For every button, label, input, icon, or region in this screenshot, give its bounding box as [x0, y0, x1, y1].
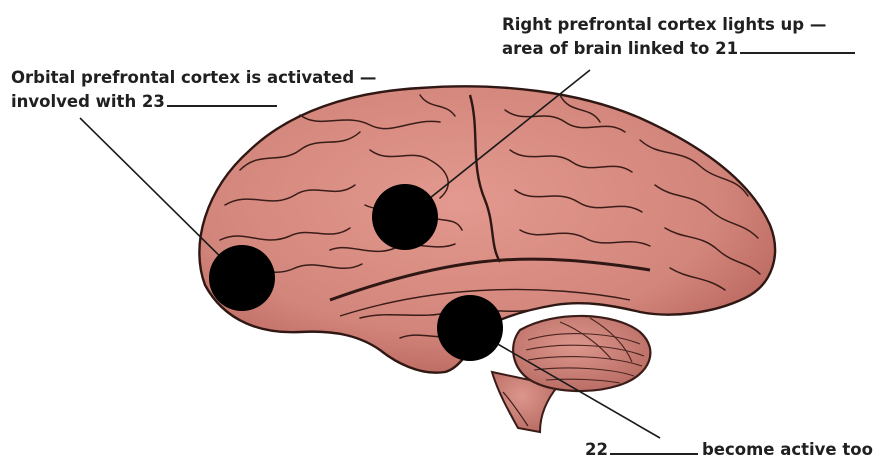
answer-blank-23: [167, 90, 277, 107]
label-bottom-number: 22: [585, 440, 608, 459]
marker-22: [437, 295, 503, 361]
label-right-prefrontal-line1: Right prefrontal cortex lights up —: [502, 13, 855, 37]
label-orbital-line1: Orbital prefrontal cortex is activated —: [11, 66, 376, 90]
label-orbital-line2: involved with 23: [11, 92, 165, 111]
marker-right-prefrontal: [372, 184, 438, 250]
label-bottom-text: become active too: [702, 440, 873, 459]
label-right-prefrontal-cortex: Right prefrontal cortex lights up — area…: [502, 13, 855, 61]
marker-orbital: [209, 245, 275, 311]
answer-blank-22: [610, 438, 698, 455]
label-right-prefrontal-line2: area of brain linked to 21: [502, 39, 738, 58]
label-orbital-prefrontal-cortex: Orbital prefrontal cortex is activated —…: [11, 66, 376, 114]
answer-blank-21: [740, 37, 855, 54]
label-22-become-active: 22 become active too: [585, 438, 873, 462]
